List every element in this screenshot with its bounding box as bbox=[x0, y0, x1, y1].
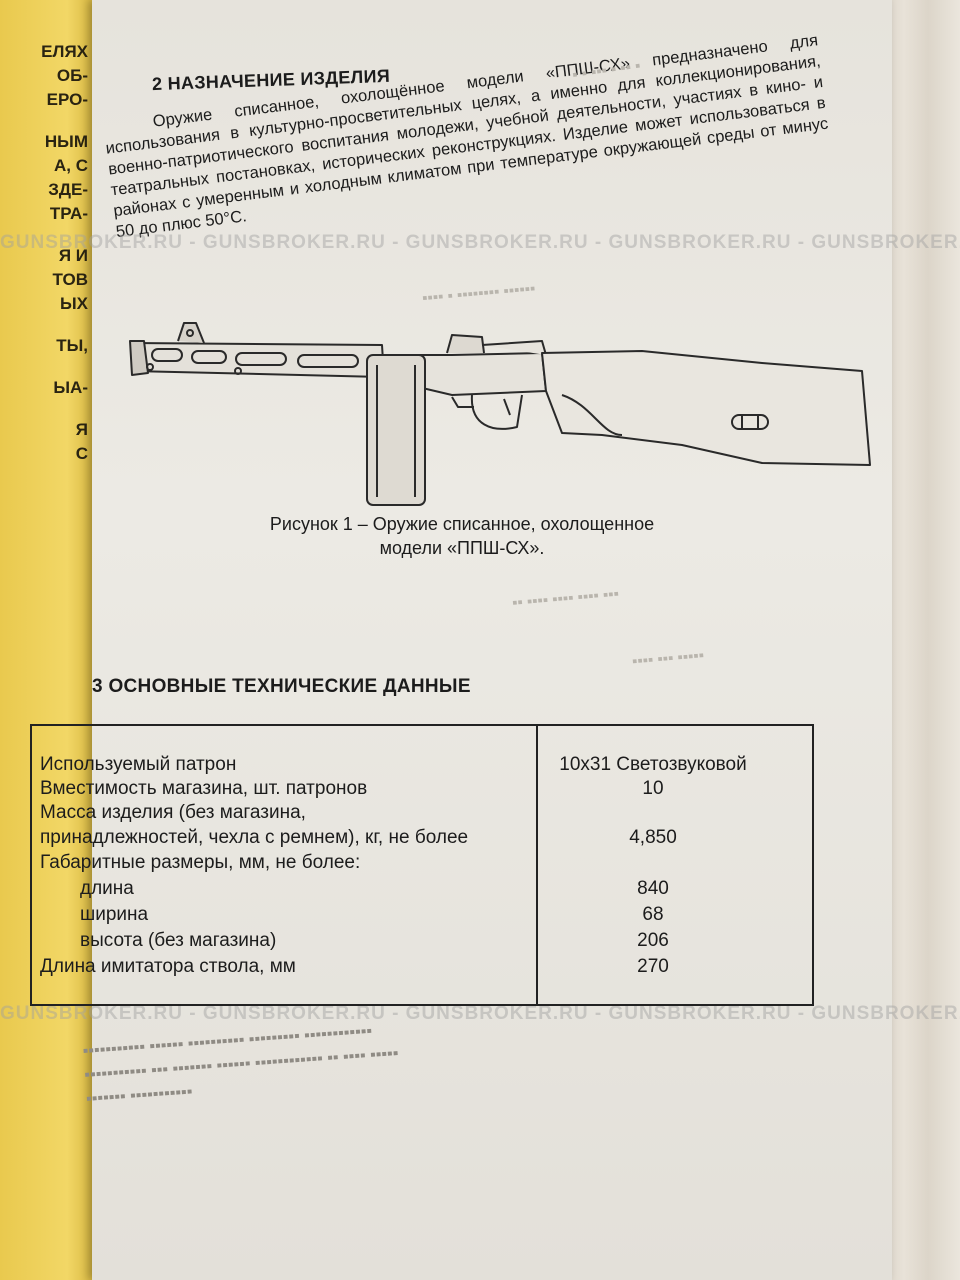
yellow-page-line: ЗДЕ- bbox=[48, 180, 88, 199]
spec-label: Вместимость магазина, шт. патронов bbox=[40, 778, 368, 799]
spec-value: 270 bbox=[637, 956, 669, 977]
spec-label: длина bbox=[80, 878, 134, 899]
spec-value: 68 bbox=[642, 904, 664, 925]
spec-label: ширина bbox=[80, 904, 149, 925]
spec-value: 840 bbox=[637, 878, 669, 899]
figure-caption: Рисунок 1 – Оружие списанное, охолощенно… bbox=[232, 512, 692, 560]
spec-label: принадлежностей, чехла с ремнем), кг, не… bbox=[40, 827, 469, 848]
watermark-bottom: GUNSBROKER.RU - GUNSBROKER.RU - GUNSBROK… bbox=[0, 1003, 960, 1024]
caption-line-2: модели «ППШ-СХ». bbox=[379, 538, 545, 558]
ppsh-rifle-drawing bbox=[129, 322, 871, 506]
bleed-through-text: ▪▪ ▪▪▪▪ ▪▪▪▪ ▪▪▪▪ ▪▪▪ bbox=[511, 585, 620, 612]
yellow-page-line: НЫМ bbox=[44, 132, 88, 151]
table-column-divider bbox=[536, 726, 538, 1004]
yellow-page-line bbox=[0, 112, 96, 130]
spec-value: 10x31 Светозвуковой bbox=[559, 754, 747, 775]
spec-value: 10 bbox=[642, 778, 664, 799]
yellow-page-line: С bbox=[75, 444, 88, 463]
yellow-page-line: ОБ- bbox=[56, 66, 88, 85]
spec-label: Масса изделия (без магазина, bbox=[40, 802, 306, 823]
yellow-page-line bbox=[0, 400, 96, 418]
spec-label: высота (без магазина) bbox=[80, 930, 277, 951]
yellow-page-line: Я bbox=[75, 420, 88, 439]
yellow-page-line: ТОВ bbox=[52, 270, 88, 289]
wooden-surface bbox=[880, 0, 960, 1280]
bleed-through-text: ▪▪▪▪ ▪▪▪ ▪▪▪▪▪ bbox=[631, 646, 705, 671]
section-3-title: 3 ОСНОВНЫЕ ТЕХНИЧЕСКИЕ ДАННЫЕ bbox=[92, 676, 471, 697]
yellow-page-line: ТЫ, bbox=[56, 336, 88, 355]
spec-label: Используемый патрон bbox=[40, 754, 237, 775]
yellow-page-line: ЫХ bbox=[60, 294, 88, 313]
yellow-page-text: ЕЛЯХ ОБ- ЕРО- НЫМ А, С ЗДЕ- ТРА- Я И ТОВ ЫХ ТЫ, ЫА-… bbox=[0, 40, 96, 466]
caption-line-1: Рисунок 1 – Оружие списанное, охолощенно… bbox=[269, 514, 655, 534]
spec-label: Габаритные размеры, мм, не более: bbox=[40, 852, 361, 873]
yellow-page-line bbox=[0, 316, 96, 334]
purpose-text: Оружие списанное, охолощённое модели «ПП… bbox=[104, 31, 830, 242]
yellow-page-line bbox=[0, 358, 96, 376]
yellow-booklet-edge: ЕЛЯХ ОБ- ЕРО- НЫМ А, С ЗДЕ- ТРА- Я И ТОВ ЫХ ТЫ, ЫА-… bbox=[0, 0, 96, 1280]
spec-label: Длина имитатора ствола, мм bbox=[40, 956, 296, 977]
section-2-paragraph: Оружие списанное, охолощённое модели «ПП… bbox=[102, 30, 832, 243]
yellow-page-line: Я И bbox=[58, 246, 88, 265]
watermark-top: GUNSBROKER.RU - GUNSBROKER.RU - GUNSBROK… bbox=[0, 232, 960, 253]
bleed-through-text: ▪▪▪▪ ▪ ▪▪▪▪▪▪▪▪ ▪▪▪▪▪▪ bbox=[421, 280, 537, 307]
yellow-page-line: ЫА- bbox=[53, 378, 88, 397]
yellow-page-line: ТРА- bbox=[49, 204, 88, 223]
yellow-page-line: ЕЛЯХ bbox=[41, 42, 88, 61]
spec-value: 206 bbox=[637, 930, 669, 951]
yellow-page-line: ЕРО- bbox=[46, 90, 88, 109]
spec-value: 4,850 bbox=[629, 827, 677, 848]
yellow-page-line: А, С bbox=[54, 156, 88, 175]
